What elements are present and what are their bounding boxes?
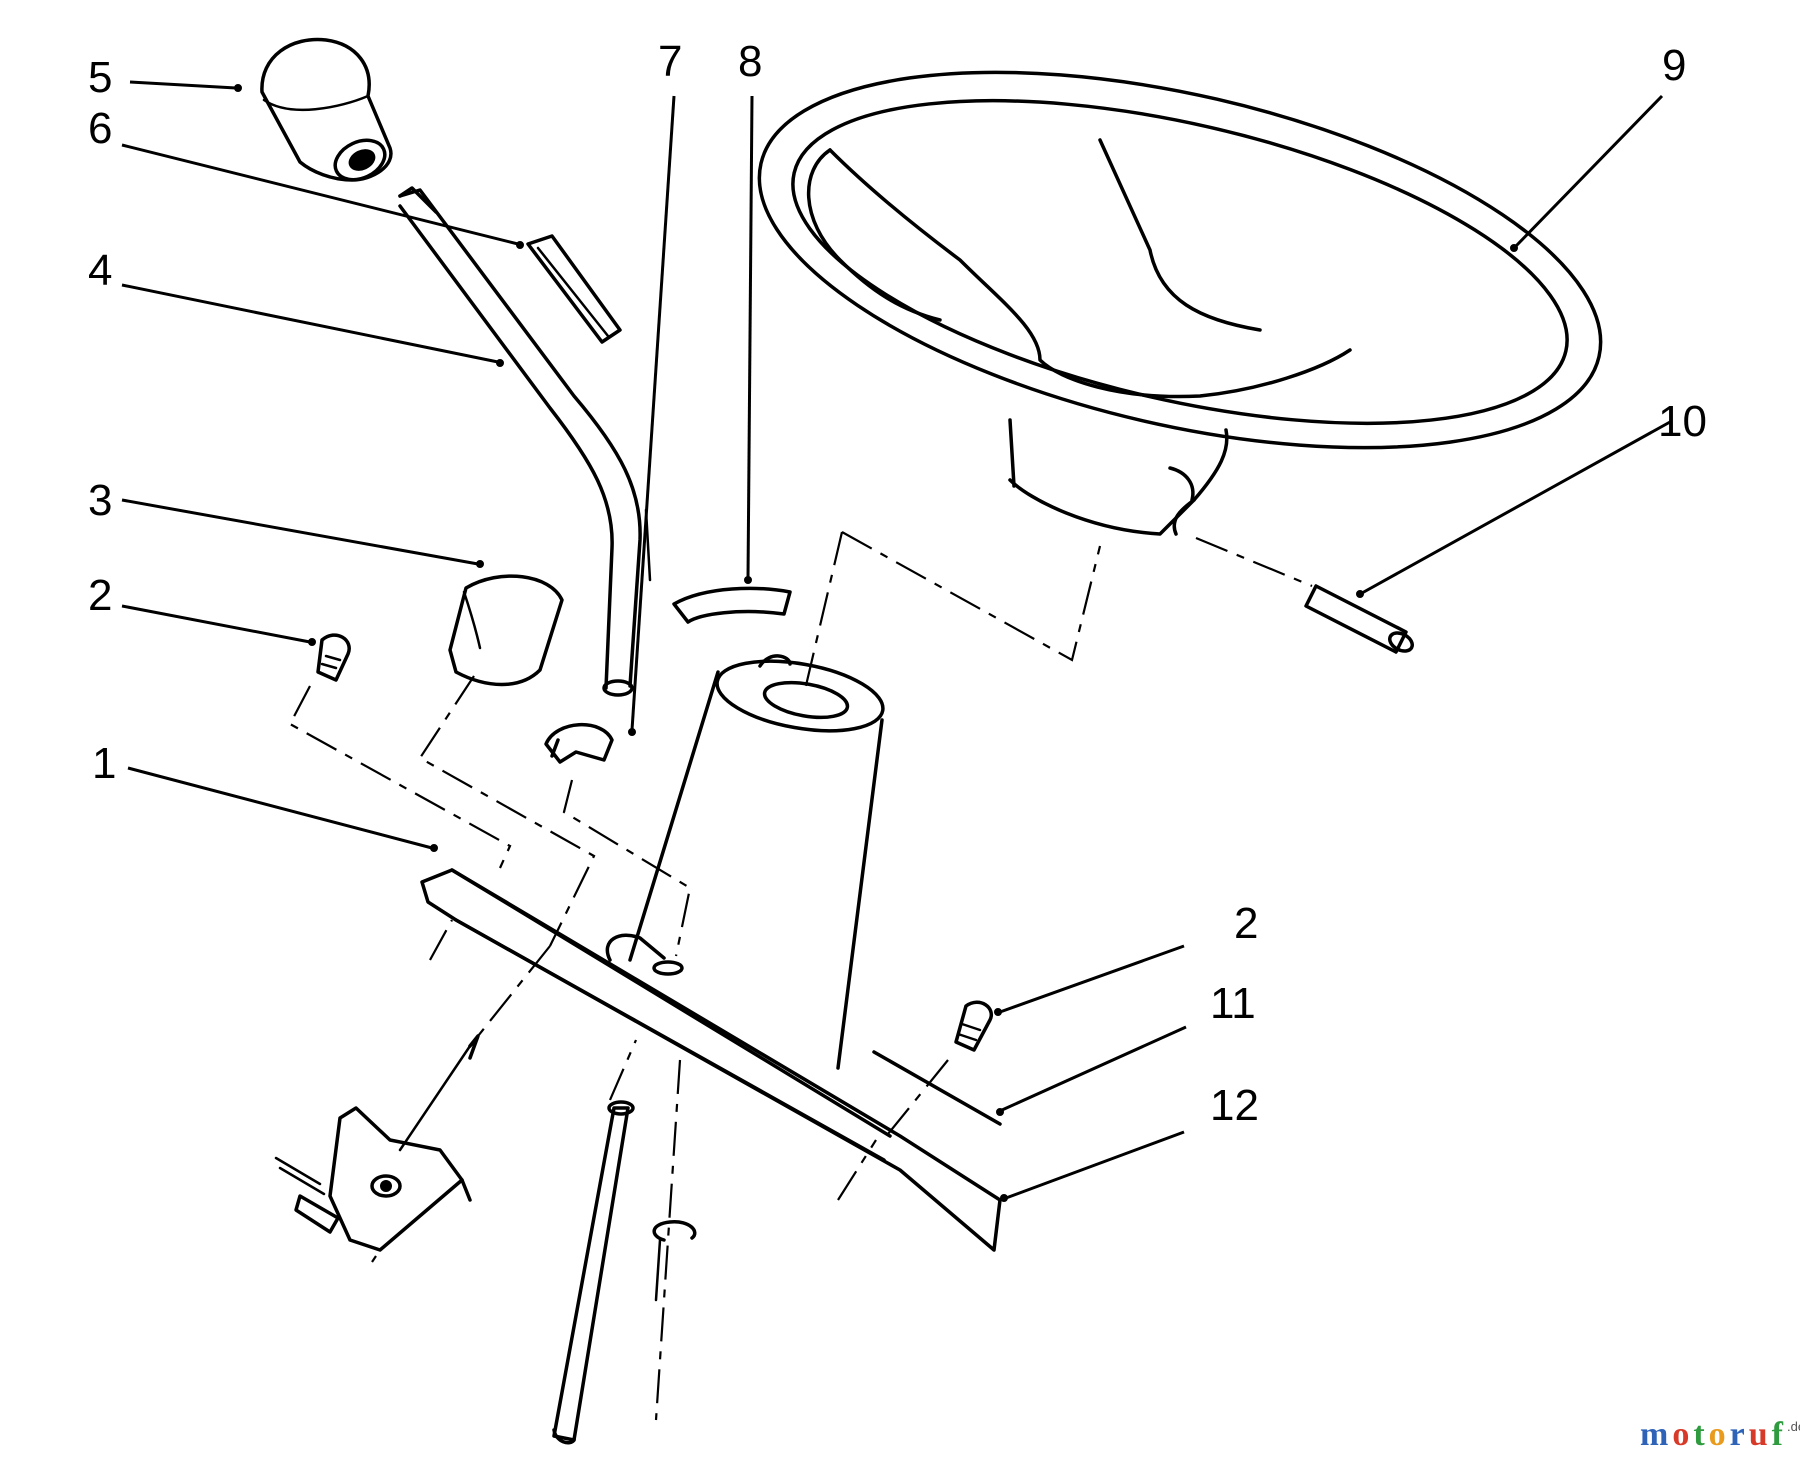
callout-2-right: 2: [1234, 899, 1258, 948]
callout-10: 10: [1658, 397, 1707, 446]
watermark-logo: m o t o r u f .de: [1640, 1416, 1800, 1453]
wm-letter-5: u: [1749, 1416, 1768, 1453]
callout-1: 1: [92, 739, 116, 788]
wm-letter-4: r: [1730, 1416, 1745, 1453]
wm-letter-6: f: [1772, 1416, 1784, 1453]
bracket-assembly: [274, 1034, 480, 1252]
callout-5: 5: [88, 53, 112, 102]
assembly-lines: [288, 531, 1313, 1421]
callout-2-left: 2: [88, 571, 112, 620]
callout-7: 7: [658, 37, 682, 86]
wm-letter-2: t: [1693, 1416, 1705, 1453]
decal-part-8: [672, 586, 792, 624]
callout-6: 6: [88, 104, 112, 153]
knob-part-5: [260, 37, 393, 182]
wm-letter-1: o: [1672, 1416, 1689, 1453]
screw-part-2-right: [954, 1000, 994, 1052]
callout-9: 9: [1662, 41, 1686, 90]
sleeve-part-6: [526, 234, 622, 344]
wm-letter-3: o: [1709, 1416, 1726, 1453]
pin-part-10: [1304, 584, 1414, 654]
lever-part-4: [398, 186, 652, 697]
leader-lines: [121, 80, 1671, 1202]
clip-part-7: [544, 723, 614, 764]
callout-3: 3: [88, 476, 112, 525]
svg-text:m o t o: m o t o r u f .de: [1640, 1416, 1800, 1453]
callout-4: 4: [88, 246, 112, 295]
screw-part-2-left: [316, 633, 351, 682]
callout-8: 8: [738, 37, 762, 86]
callout-12: 12: [1210, 1081, 1259, 1130]
panel-part-12: [420, 868, 1002, 1252]
wm-suffix: .de: [1787, 1419, 1800, 1434]
wm-letter-0: m: [1640, 1416, 1668, 1453]
plate-part-11: [872, 1050, 1002, 1126]
steering-wheel-part-9: [757, 70, 1603, 536]
lower-shaft: [552, 1100, 697, 1445]
steering-column: [628, 654, 885, 1070]
grip-part-3: [448, 574, 564, 687]
callout-11: 11: [1210, 979, 1256, 1028]
